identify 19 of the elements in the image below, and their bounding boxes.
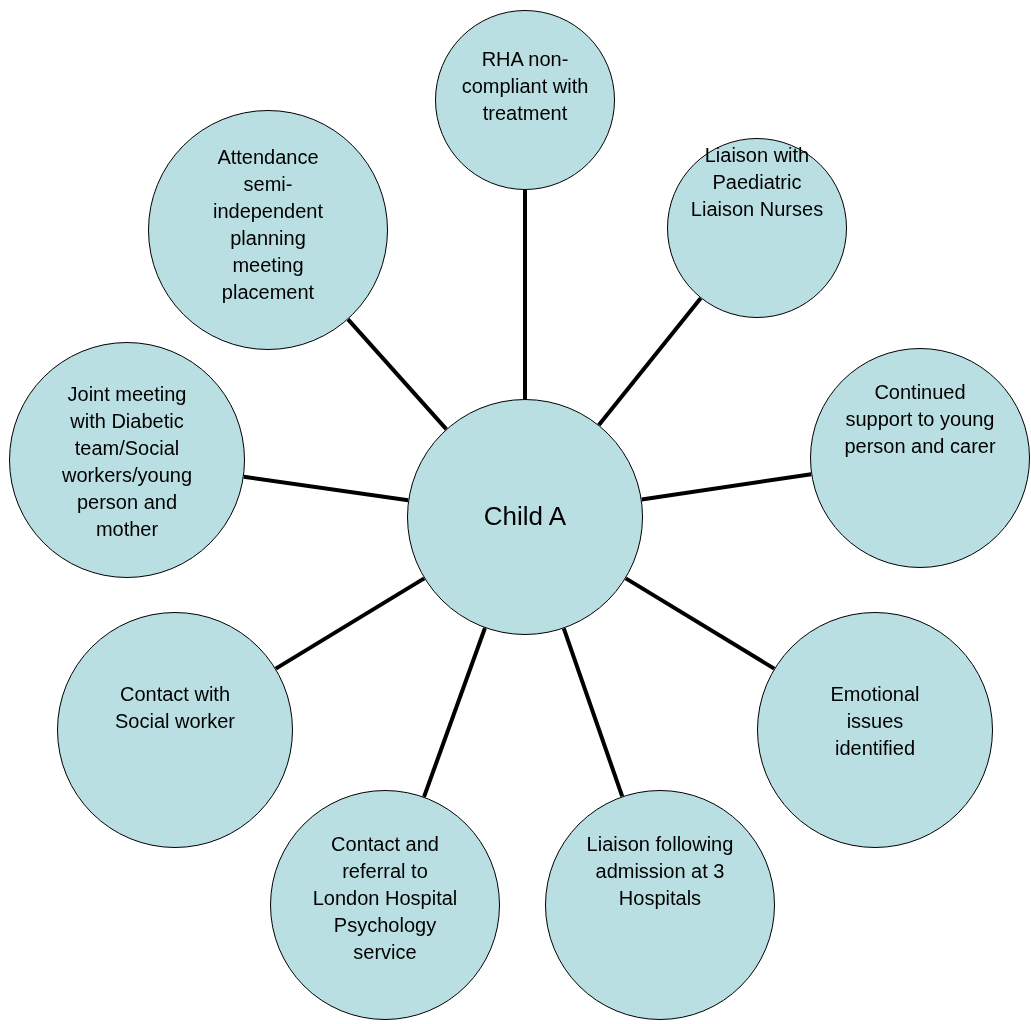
node-label: Contact and referral to London Hospital Psychology service (311, 832, 459, 965)
connector-line (274, 576, 426, 671)
connector-line (597, 296, 703, 427)
node-label: Contact with Social worker (113, 682, 236, 734)
node-label: Attendance semi-independent planning meeting placement (211, 145, 325, 305)
node-label: Continued support to young person and carer (843, 380, 997, 459)
connector-line (641, 472, 812, 502)
connector-line (561, 627, 625, 798)
connector-line (346, 318, 448, 431)
node-label: RHA non-compliant with treatment (460, 47, 590, 126)
node-label: Liaison with Paediatric Liaison Nurses (689, 143, 825, 222)
node-label: Liaison following admission at 3 Hospitals (585, 832, 735, 911)
connector-line (523, 190, 527, 399)
connector-line (243, 474, 409, 503)
connector-line (624, 576, 776, 671)
node-label: Joint meeting with Diabetic team/Social workers/young person and mother (60, 382, 194, 542)
node-label: Child A (483, 501, 567, 533)
node-label: Emotional issues identified (829, 682, 921, 761)
connector-line (422, 627, 487, 798)
